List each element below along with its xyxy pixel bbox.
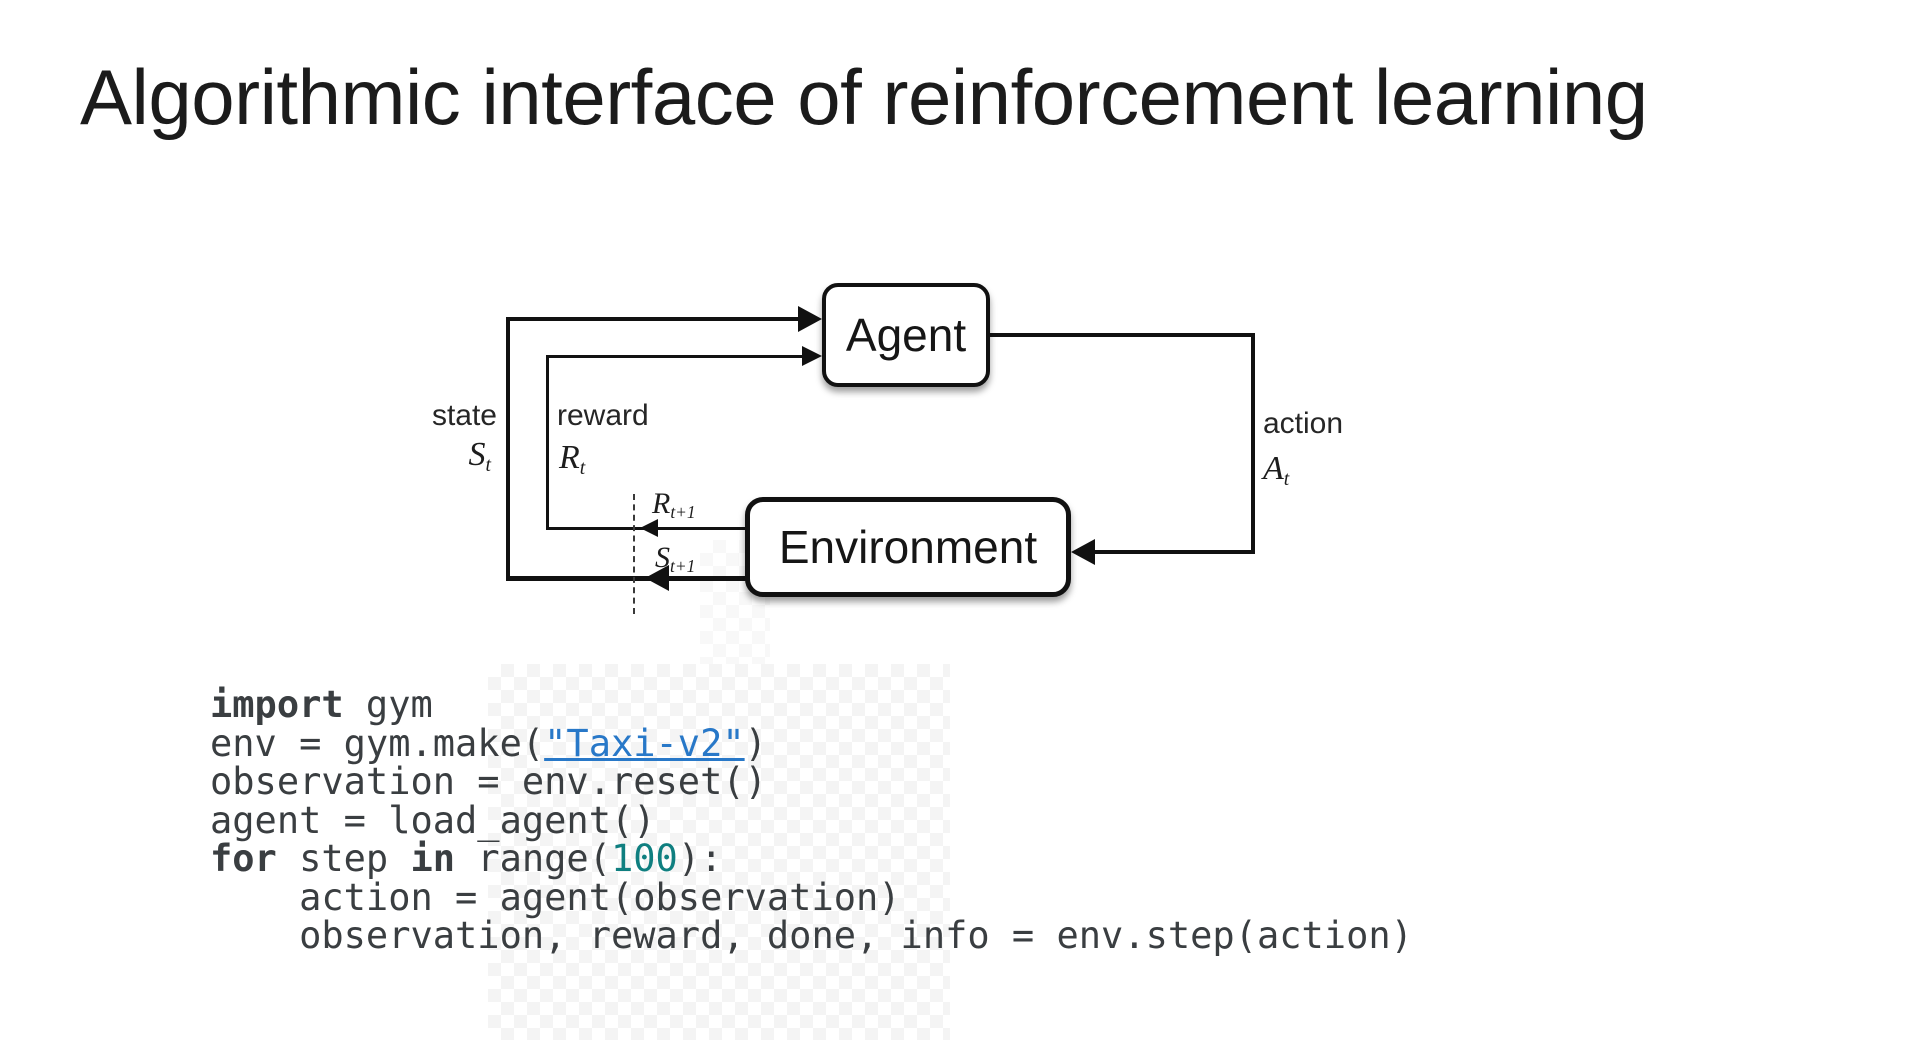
agent-label: Agent [845, 309, 967, 361]
state-label: state [431, 399, 497, 432]
code-token: observation, reward, done, info = env.st… [210, 914, 1413, 957]
code-token-keyword: import [210, 683, 344, 726]
code-token: observation = env.reset() [210, 760, 767, 803]
reward-symbol: Rt [559, 439, 586, 479]
state-line-top [506, 317, 802, 321]
code-token: env = gym.make( [210, 721, 545, 765]
action-label: action [1263, 407, 1344, 440]
reward-line-top [546, 355, 804, 358]
code-token: ): [677, 837, 723, 880]
action-line-bottom [1093, 550, 1255, 554]
arrowhead-next-state-icon [645, 565, 669, 591]
code-token: ) [744, 721, 767, 765]
environment-box: Environment [745, 497, 1071, 597]
code-token-keyword: in [410, 837, 456, 880]
arrowhead-action-into-environment-icon [1071, 539, 1095, 565]
code-token: range( [455, 837, 611, 880]
code-line: action = agent(observation) [210, 875, 1413, 919]
time-step-divider-line [633, 494, 635, 614]
slide-title: Algorithmic interface of reinforcement l… [80, 53, 1648, 141]
agent-box: Agent [822, 283, 990, 387]
code-token-number: 100 [610, 837, 678, 880]
reward-line-vertical [546, 355, 549, 530]
code-token: gym [343, 683, 433, 726]
transparency-texture [488, 664, 950, 1040]
next-state-line [506, 576, 746, 581]
code-token-keyword: for [210, 837, 277, 880]
action-line-vertical [1251, 333, 1255, 554]
code-token: agent = load_agent() [210, 798, 656, 842]
action-line-top [988, 333, 1255, 337]
code-line: observation, reward, done, info = env.st… [210, 914, 1413, 957]
next-reward-symbol: Rt+1 [652, 487, 696, 523]
state-line-vertical [506, 317, 510, 581]
state-symbol: St [468, 436, 491, 476]
code-line: observation = env.reset() [210, 760, 1413, 803]
code-line: for step in range(100): [210, 837, 1413, 880]
arrowhead-state-into-agent-icon [798, 306, 822, 332]
code-line: import gym [210, 683, 1413, 726]
code-line: agent = load_agent() [210, 798, 1413, 842]
reward-label: reward [557, 399, 649, 432]
code-token: step [276, 837, 411, 880]
action-symbol: At [1263, 450, 1290, 490]
code-token: action = agent(observation) [210, 875, 901, 919]
environment-label: Environment [778, 521, 1038, 573]
code-line: env = gym.make("Taxi-v2") [210, 721, 1413, 765]
arrowhead-next-reward-icon [640, 519, 658, 537]
arrowhead-reward-into-agent-icon [802, 346, 822, 366]
next-state-symbol: St+1 [655, 541, 696, 577]
code-link-taxi-v2[interactable]: "Taxi-v2" [544, 721, 745, 765]
